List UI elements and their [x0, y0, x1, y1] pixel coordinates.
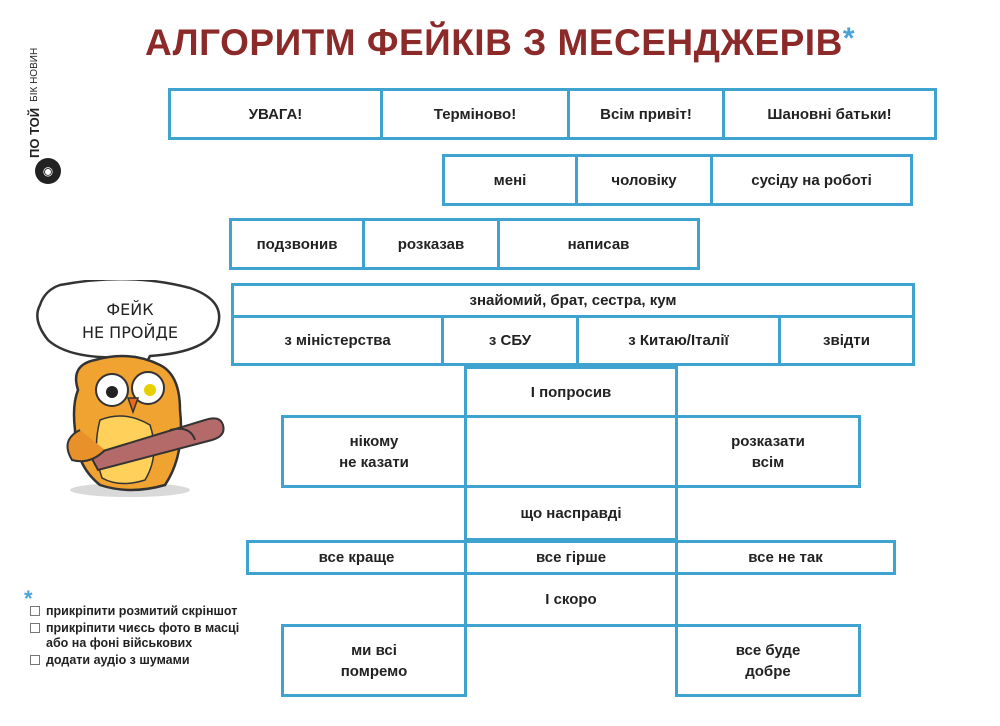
greeting-box: Всім привіт! [567, 88, 725, 140]
greeting-box: УВАГА! [168, 88, 383, 140]
checkbox-icon [30, 606, 40, 616]
brand-icon: ◉ [35, 158, 61, 184]
title-star: * [842, 22, 855, 55]
greeting-box: Шановні батьки! [722, 88, 937, 140]
asked-box: І попросив [464, 366, 678, 418]
footnote-text: прикріпити чиєсь фото в масці або на фон… [46, 621, 240, 650]
speech-bubble [36, 280, 221, 378]
truth-box: що насправді [464, 485, 678, 541]
action-box: подзвонив [229, 218, 365, 270]
title-text: АЛГОРИТМ ФЕЙКІВ З МЕСЕНДЖЕРІВ [144, 22, 843, 63]
checkbox-icon [30, 623, 40, 633]
owl-illustration: ФЕЙК НЕ ПРОЙДЕ [36, 280, 225, 497]
bubble-line-1: ФЕЙК [106, 300, 154, 319]
brand-logo-block: ПО ТОЙ БІК НОВИН ◉ [14, 8, 61, 184]
footnote-item: додати аудіо з шумами [30, 653, 250, 668]
brand-name: ПО ТОЙ БІК НОВИН [14, 0, 54, 158]
footnote-text: прикріпити розмитий скріншот [46, 604, 238, 618]
tell-box: розказати всім [675, 415, 861, 488]
source-box: з Китаю/Італії [576, 315, 781, 366]
recipient-box: сусіду на роботі [710, 154, 913, 206]
source-box: з СБУ [441, 315, 579, 366]
recipient-box: чоловіку [575, 154, 713, 206]
action-box: написав [497, 218, 700, 270]
bubble-line-2: НЕ ПРОЙДЕ [82, 323, 178, 342]
state-box: все не так [675, 540, 896, 575]
footnote-item: прикріпити чиєсь фото в масці або на фон… [30, 621, 250, 651]
footnote-item: прикріпити розмитий скріншот [30, 604, 250, 619]
outcome-box: ми всі помремо [281, 624, 467, 697]
tell-center-box [464, 415, 678, 488]
state-box: все краще [246, 540, 467, 575]
owl-beak [126, 397, 140, 415]
source-people-box: знайомий, брат, сестра, кум [231, 283, 915, 318]
tell-box: нікому не казати [281, 415, 467, 488]
owl-wing [66, 429, 106, 463]
footnote-text: додати аудіо з шумами [46, 653, 190, 667]
source-box: з міністерства [231, 315, 444, 366]
soon-box: І скоро [464, 572, 678, 627]
page-title: АЛГОРИТМ ФЕЙКІВ З МЕСЕНДЖЕРІВ* [0, 22, 1000, 64]
footnote-list: прикріпити розмитий скріншот прикріпити … [30, 604, 250, 670]
brand-sub: БІК НОВИН [28, 47, 40, 102]
source-box: звідти [778, 315, 915, 366]
action-box: розказав [362, 218, 500, 270]
greeting-box: Терміново! [380, 88, 570, 140]
state-box: все гірше [464, 540, 678, 575]
brand-main: ПО ТОЙ [26, 107, 42, 158]
checkbox-icon [30, 655, 40, 665]
footnote-star: * [24, 586, 33, 611]
recipient-box: мені [442, 154, 578, 206]
outcome-box: все буде добре [675, 624, 861, 697]
